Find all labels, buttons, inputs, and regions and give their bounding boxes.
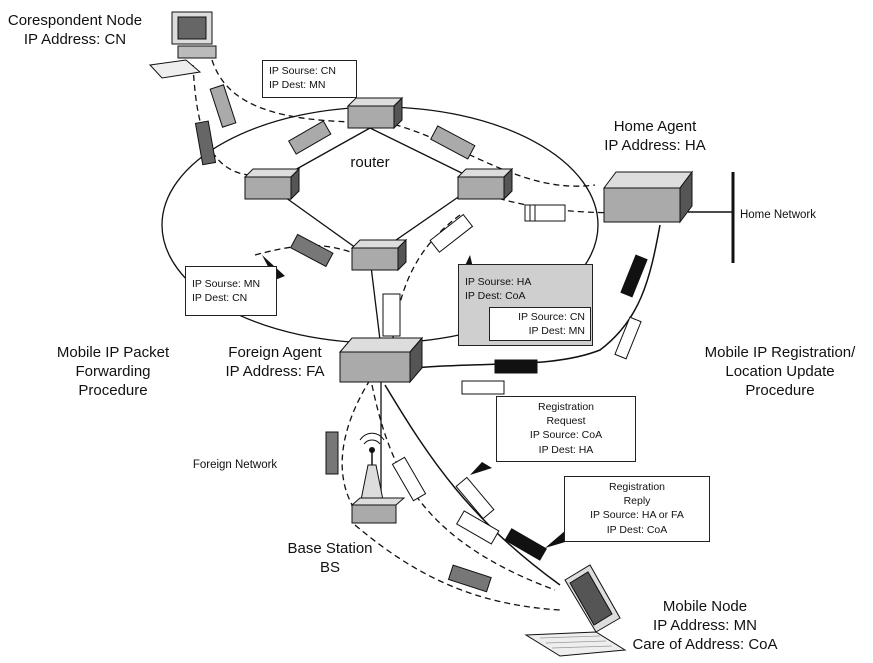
packet-white-ha-divider [529,204,536,222]
registration-line-2: Location Update [725,362,835,380]
foreign-agent-router-icon [338,336,424,384]
packet-gray-cn-1 [209,84,237,128]
callout-mn-to-cn-dst: IP Dest: CN [192,292,248,305]
callout-cn-to-mn-dst: IP Dest: MN [269,79,326,92]
packet-black-fa [494,359,538,374]
router-bottom-icon [350,238,408,272]
callout-reg-reply-line-1: Registration [608,481,666,493]
packet-white-foreign-1 [391,456,427,502]
home-agent-label: Home Agent IP Address: HA [590,118,720,156]
mobile-node-care-of: Care of Address: CoA [632,635,778,653]
packet-gray-foreign [325,431,339,475]
mobile-node-laptop-icon [524,564,627,657]
packet-white-foreign-2 [455,510,500,545]
callout-cn-to-mn: IP Sourse: CN IP Dest: MN [262,60,357,98]
base-station-address: BS [319,558,340,576]
router-left-icon [243,167,301,201]
home-agent-name: Home Agent [613,118,697,135]
correspondent-node-name: Corespondent Node [7,12,143,29]
foreign-network-label: Foreign Network [192,459,278,471]
foreign-agent-name: Foreign Agent [228,344,322,361]
mobile-node-address: IP Address: MN [653,616,757,634]
callout-tunnel-inner-src: IP Source: CN [518,311,585,323]
packet-gray-cn-2 [194,120,217,166]
callout-tunnel-src: IP Sourse: HA [465,276,532,288]
callout-tunnel: IP Sourse: HA IP Dest: CoA IP Source: CN… [458,264,593,346]
callout-reg-request-line-4: IP Dest: HA [538,443,594,456]
home-agent-address: IP Address: HA [604,136,706,154]
base-station-icon [350,432,406,524]
mobile-node-name: Mobile Node [662,598,748,615]
callout-reg-request-line-2: Request [546,415,586,428]
foreign-agent-address: IP Address: FA [225,362,325,380]
base-station-name: Base Station [287,540,373,557]
router-label: router [350,154,390,171]
packet-white-tunnel [429,213,474,253]
packet-white-fa-reg [461,380,505,395]
callout-mn-to-cn-src: IP Sourse: MN [192,278,261,290]
callout-registration-request: Registration Request IP Source: CoA IP D… [496,396,636,462]
router-right-icon [456,167,514,201]
packet-white-fa [382,293,401,337]
packet-black-ha [620,254,648,298]
packets [194,84,648,593]
base-station-label: Base Station BS [275,540,385,578]
callout-reg-request-line-3: IP Source: CoA [529,429,603,442]
callout-mn-to-cn: IP Sourse: MN IP Dest: CN [185,266,277,316]
callout-reg-request-line-1: Registration [537,401,595,413]
registration-procedure-label: Mobile IP Registration/ Location Update … [690,344,870,400]
forwarding-procedure-label: Mobile IP Packet Forwarding Procedure [38,344,188,400]
callout-cn-to-mn-src: IP Sourse: CN [269,65,336,77]
foreign-agent-label: Foreign Agent IP Address: FA [205,344,345,382]
registration-line-3: Procedure [745,381,815,399]
callout-reg-reply-line-2: Reply [623,495,651,508]
correspondent-node-address: IP Address: CN [23,30,127,48]
correspondent-computer-icon [148,11,217,79]
forwarding-line-2: Forwarding [75,362,151,380]
packet-white-ha-reg [614,316,642,360]
packet-gray-bs [447,564,492,593]
callout-tunnel-inner-dst: IP Dest: MN [528,325,585,338]
packet-gray-mn-cn [289,233,334,268]
callout-tunnel-dst: IP Dest: CoA [465,290,526,303]
packet-white-reg [455,476,495,520]
packet-gray-router-1 [287,120,332,155]
callout-registration-reply: Registration Reply IP Source: HA or FA I… [564,476,710,542]
callout-tunnel-inner: IP Source: CN IP Dest: MN [489,307,591,342]
mobile-node-label: Mobile Node IP Address: MN Care of Addre… [625,598,785,654]
callout-reg-reply-line-4: IP Dest: CoA [606,523,668,536]
forwarding-line-1: Mobile IP Packet [56,344,170,361]
router-icon [346,96,404,130]
registration-line-1: Mobile IP Registration/ [704,344,856,361]
forwarding-line-3: Procedure [78,381,148,399]
packet-black-reply [504,528,548,561]
correspondent-node-label: Corespondent Node IP Address: CN [0,12,150,50]
callout-reg-reply-line-3: IP Source: HA or FA [590,509,684,522]
home-agent-router-icon [603,170,693,224]
registration-paths [384,224,661,586]
packet-gray-router-2 [430,125,476,160]
home-network-label: Home Network [739,209,817,221]
